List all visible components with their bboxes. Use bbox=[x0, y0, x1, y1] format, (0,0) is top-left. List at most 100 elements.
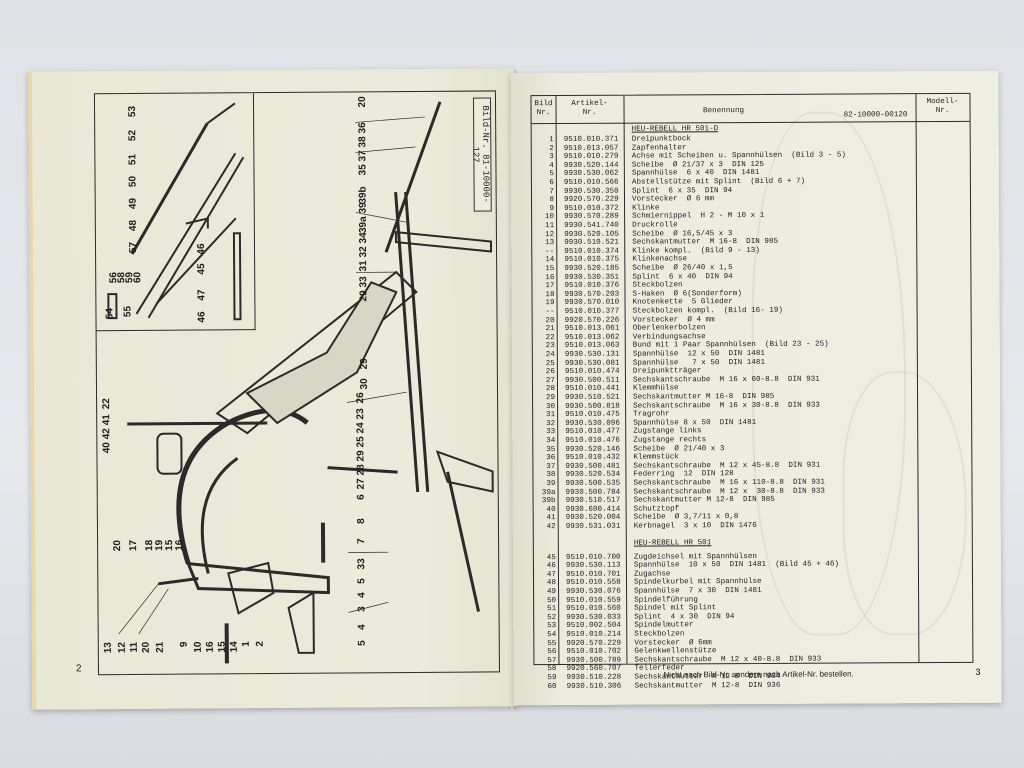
callout-24: 24 bbox=[355, 422, 367, 434]
part-description: Steckbolzen bbox=[634, 630, 685, 639]
article-number: 9510.010.371 bbox=[563, 135, 619, 145]
bild-number: 17 bbox=[545, 282, 555, 291]
callout-1: 1 bbox=[240, 641, 252, 647]
article-number: 9930.520.144 bbox=[563, 161, 619, 170]
callout-36: 36 bbox=[357, 122, 369, 134]
bild-number: 30 bbox=[545, 402, 556, 411]
bild-number: 14 bbox=[545, 256, 555, 265]
section-title: HEU-REBELL HR 501 bbox=[633, 538, 712, 548]
bild-number: 19 bbox=[545, 299, 555, 308]
bild-number: -- bbox=[545, 308, 555, 317]
callout-42: 42 bbox=[101, 428, 113, 440]
bild-number: 22 bbox=[545, 333, 555, 342]
bild-number: 39 bbox=[546, 480, 556, 489]
bild-number: 8 bbox=[549, 196, 555, 205]
part-description: Klinkenachse bbox=[632, 255, 688, 265]
article-number: 9510.010.374 bbox=[564, 247, 619, 256]
article-number: 9510.010.377 bbox=[564, 307, 620, 317]
bild-number: 41 bbox=[546, 514, 556, 523]
bild-number: 38 bbox=[546, 471, 556, 480]
callout-5: 5 bbox=[356, 578, 368, 584]
callout-33b: 33 bbox=[356, 558, 368, 570]
part-description: Gelenkwellenstütze bbox=[634, 647, 717, 656]
article-number: 9930.570.203 bbox=[564, 290, 620, 299]
article-number: 9930.510.521 bbox=[564, 238, 619, 248]
bild-number: 50 bbox=[546, 596, 557, 605]
bild-number: 6 bbox=[549, 179, 554, 188]
bild-number: 27 bbox=[545, 376, 555, 385]
bild-number: 29 bbox=[545, 394, 556, 403]
bild-number: 13 bbox=[545, 239, 555, 248]
bild-number: 53 bbox=[547, 622, 557, 631]
article-number: 9930.530.033 bbox=[566, 613, 621, 622]
callout-30: 30 bbox=[358, 378, 371, 390]
article-number: 9920.570.226 bbox=[564, 316, 620, 325]
article-number: 9510.010.560 bbox=[566, 604, 621, 614]
bild-number: 34 bbox=[546, 437, 556, 446]
callout-17: 17 bbox=[128, 539, 140, 552]
callout-34: 34 bbox=[357, 232, 369, 244]
article-number: 9930.530.350 bbox=[563, 187, 619, 196]
drawbar-illustration bbox=[107, 102, 245, 321]
article-number: 9930.530.062 bbox=[563, 170, 619, 179]
article-number: 9510.010.474 bbox=[564, 367, 620, 377]
article-number: 9510.010.701 bbox=[565, 570, 621, 579]
bild-number: 26 bbox=[545, 368, 555, 377]
article-number: 9510.010.441 bbox=[564, 385, 620, 394]
article-number: 9930.530.081 bbox=[564, 359, 620, 368]
article-number: 9510.010.477 bbox=[565, 428, 620, 437]
bild-number: 40 bbox=[546, 505, 556, 514]
bild-number: 15 bbox=[545, 265, 555, 274]
article-number: 9510.010.372 bbox=[564, 204, 619, 213]
article-number: 9930.530.351 bbox=[564, 273, 620, 282]
part-description: Verbindungsachse bbox=[632, 333, 706, 342]
part-description: Oberlenkerbolzen bbox=[632, 324, 706, 333]
article-number: 9930.541.740 bbox=[564, 221, 619, 231]
part-description: Spindel mit Splint bbox=[634, 604, 717, 613]
callout-6: 6 bbox=[355, 494, 367, 500]
callout-3: 3 bbox=[356, 606, 368, 612]
callout-35: 35 bbox=[357, 164, 369, 176]
article-number: 9930.510.228 bbox=[566, 673, 622, 682]
article-number: 9510.013.062 bbox=[564, 333, 620, 342]
callout-7: 7 bbox=[356, 538, 368, 544]
bild-number: 54 bbox=[547, 631, 557, 640]
bild-number: 48 bbox=[546, 579, 557, 588]
article-number: 9930.510.517 bbox=[565, 496, 621, 506]
bild-number: 20 bbox=[545, 316, 555, 325]
article-number: 9930.531.031 bbox=[565, 522, 621, 531]
callout-39a: 39a bbox=[357, 216, 369, 234]
callout-12: 12 bbox=[116, 642, 128, 654]
bild-number: 32 bbox=[546, 419, 556, 428]
part-description: Zugstange rechts bbox=[633, 436, 707, 445]
callout-39b: 39b bbox=[357, 186, 369, 204]
callout-26: 26 bbox=[355, 392, 367, 404]
article-number: 9930.500.818 bbox=[565, 402, 620, 411]
bild-number: 18 bbox=[545, 290, 555, 299]
article-number: 9510.010.702 bbox=[566, 647, 622, 657]
article-number: 9930.500.789 bbox=[566, 656, 622, 665]
right-page-parts-list: Bild Nr. Artikel- Nr. Benennung 82-10000… bbox=[510, 70, 1002, 706]
bild-number: 58 bbox=[547, 665, 557, 674]
callout-29b: 29 bbox=[358, 358, 370, 370]
callout-41: 41 bbox=[101, 414, 113, 426]
part-description: Klemmstück bbox=[633, 453, 679, 462]
callout-8: 8 bbox=[355, 518, 367, 524]
article-number: 9510.013.063 bbox=[564, 342, 620, 351]
article-number: 9930.520.004 bbox=[565, 514, 621, 523]
article-number: 9930.500.481 bbox=[565, 462, 621, 471]
article-number: 9930.510.521 bbox=[565, 393, 620, 402]
bild-number: 57 bbox=[547, 656, 557, 665]
article-number: 9510.013.057 bbox=[563, 144, 619, 153]
part-description: Spindelmutter bbox=[634, 621, 694, 631]
article-number: 9920.570.229 bbox=[563, 195, 619, 205]
bild-number: 1 bbox=[549, 136, 554, 145]
part-description: Spindelführung bbox=[634, 595, 698, 605]
article-number: 9510.010.279 bbox=[563, 152, 619, 162]
article-number: 9510.010.558 bbox=[565, 579, 621, 588]
bild-number: 24 bbox=[545, 351, 555, 360]
